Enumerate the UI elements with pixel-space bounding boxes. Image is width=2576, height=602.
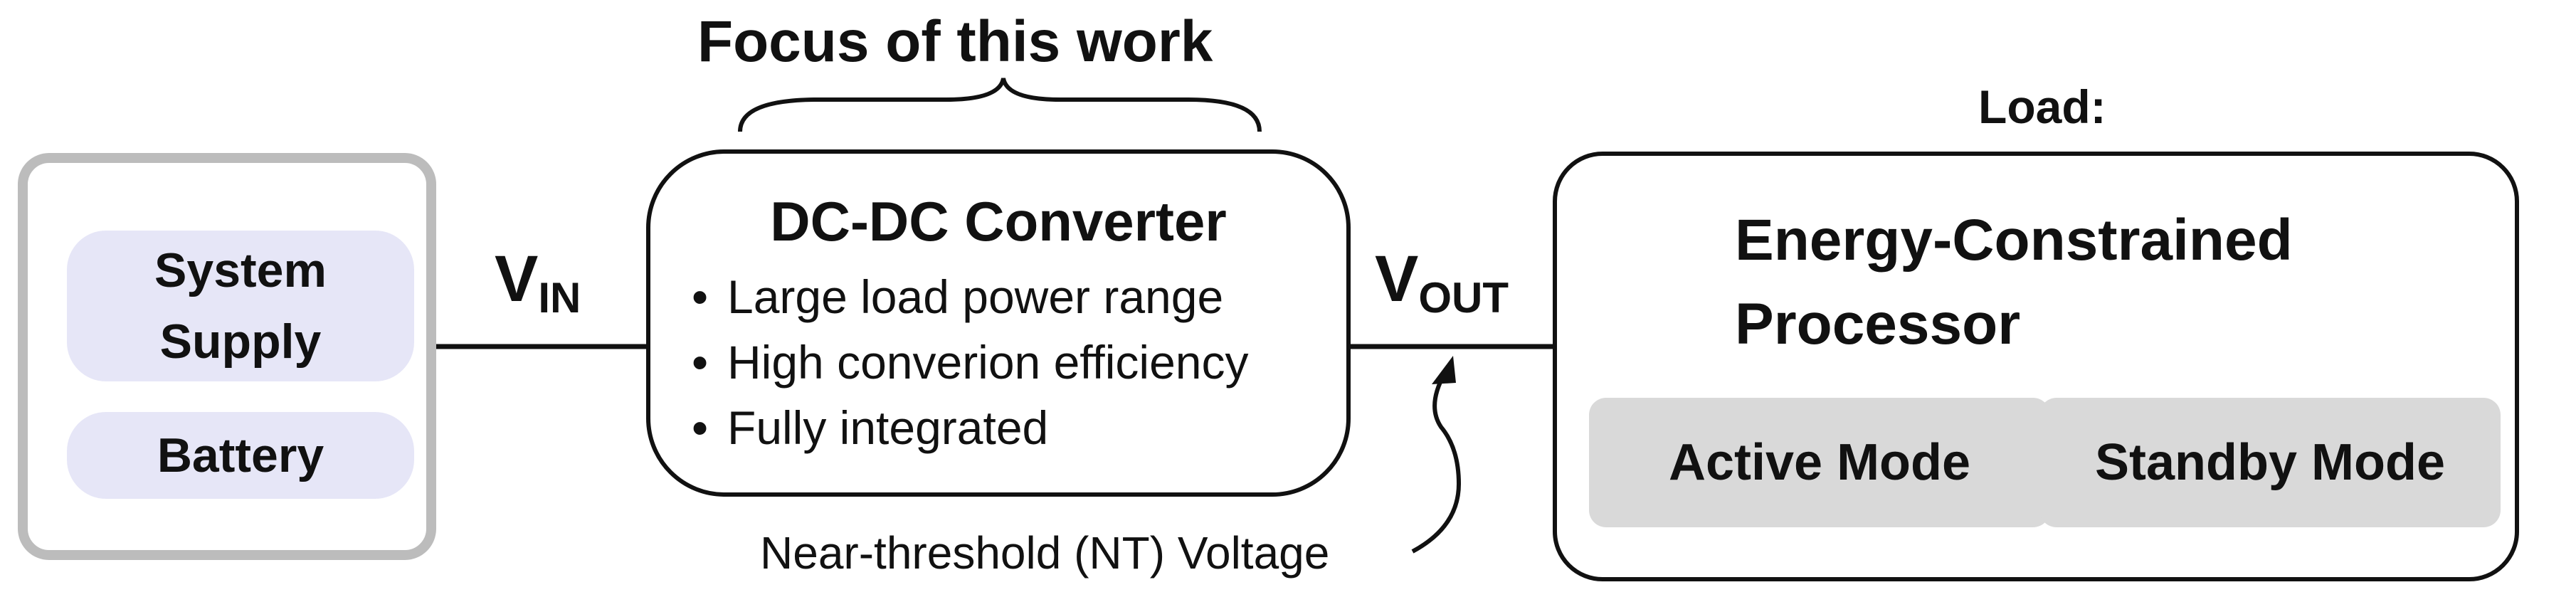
dcdc-converter-box: DC-DC Converter •Large load power range …	[646, 149, 1351, 497]
converter-title: DC-DC Converter	[770, 190, 1227, 253]
vout-label: VOUT	[1375, 242, 1509, 322]
nt-arrow	[1411, 372, 1462, 554]
converter-features: •Large load power range •High converion …	[692, 264, 1249, 460]
active-mode-block: Active Mode	[1589, 398, 2050, 527]
processor-title-line2: Processor	[1735, 292, 2021, 357]
system-supply-label-line1: System	[154, 243, 327, 297]
vin-label: VIN	[495, 242, 581, 322]
nt-arrowhead	[1432, 356, 1456, 384]
load-label: Load:	[1978, 80, 2106, 133]
battery-pill: Battery	[67, 412, 414, 499]
feature-item: •High converion efficiency	[692, 336, 1249, 389]
feature-item: •Large load power range	[692, 270, 1224, 323]
vin-main: V	[495, 243, 539, 315]
feature-item: •Fully integrated	[692, 401, 1049, 454]
vout-subscript: OUT	[1418, 274, 1509, 322]
standby-mode-block: Standby Mode	[2039, 398, 2501, 527]
vin-subscript: IN	[538, 274, 581, 322]
system-supply-label-line2: Supply	[159, 315, 322, 369]
processor-title-line1: Energy-Constrained	[1735, 208, 2293, 273]
vout-main: V	[1375, 243, 1419, 315]
focus-title: Focus of this work	[697, 9, 1213, 74]
processor-title: Energy-Constrained Processor	[1735, 199, 2293, 366]
processor-box: Energy-Constrained Processor Active Mode…	[1553, 152, 2519, 581]
system-supply-pill: System Supply	[67, 231, 414, 381]
system-supply-box: System Supply Battery	[18, 153, 436, 560]
focus-brace	[738, 78, 1262, 132]
near-threshold-annotation: Near-threshold (NT) Voltage	[760, 527, 1330, 579]
